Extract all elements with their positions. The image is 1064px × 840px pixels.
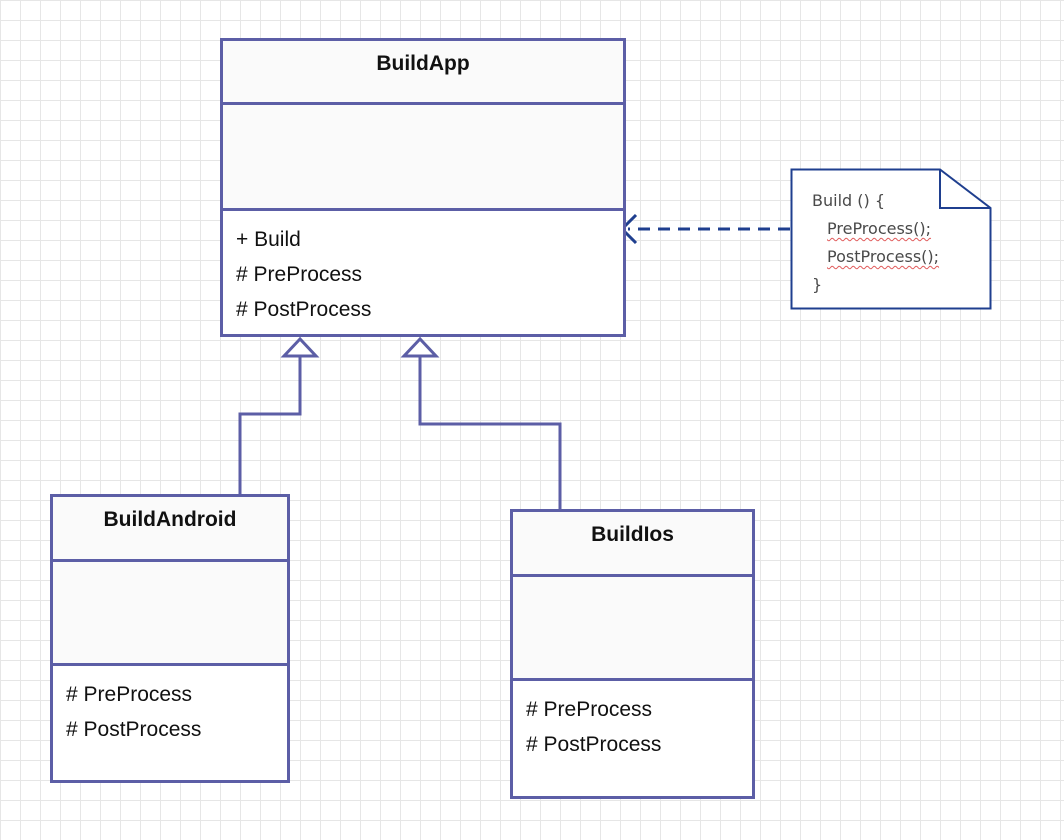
operation-preprocess: # PreProcess <box>66 683 193 706</box>
inheritance-arrowhead-buildandroid <box>280 336 320 358</box>
class-buildapp-name: BuildApp <box>223 41 623 105</box>
note-line-signature: Build () { <box>812 191 885 210</box>
operation-postprocess: # PostProcess <box>236 298 372 321</box>
inheritance-connector-buildandroid[interactable] <box>238 356 302 495</box>
class-buildandroid-name: BuildAndroid <box>53 497 287 562</box>
class-buildios[interactable]: BuildIos # PreProcess # PostProcess <box>510 509 755 799</box>
class-buildandroid-attributes <box>53 562 287 666</box>
operation-postprocess: # PostProcess <box>526 733 662 756</box>
note-line-preprocess-call: PreProcess(); <box>812 215 939 243</box>
inheritance-arrowhead-buildios <box>400 336 440 358</box>
operation-postprocess: # PostProcess <box>66 718 202 741</box>
operation-preprocess: # PreProcess <box>236 263 363 286</box>
class-buildios-attributes <box>513 577 752 681</box>
note-code: Build () { PreProcess(); PostProcess(); … <box>812 187 939 299</box>
class-buildapp-operations: + Build # PreProcess # PostProcess <box>223 211 623 334</box>
class-buildios-operations: # PreProcess # PostProcess <box>513 681 752 796</box>
note-build-method[interactable]: Build () { PreProcess(); PostProcess(); … <box>790 168 992 310</box>
class-buildapp-attributes <box>223 105 623 211</box>
operation-preprocess: # PreProcess <box>526 698 653 721</box>
preprocess-call-text: PreProcess(); <box>827 219 932 238</box>
class-buildapp[interactable]: BuildApp + Build # PreProcess # PostProc… <box>220 38 626 337</box>
class-buildandroid[interactable]: BuildAndroid # PreProcess # PostProcess <box>50 494 290 783</box>
note-line-postprocess-call: PostProcess(); <box>812 243 939 271</box>
operation-build: + Build <box>236 228 301 251</box>
postprocess-call-text: PostProcess(); <box>827 247 940 266</box>
note-line-closing-brace: } <box>812 275 823 294</box>
note-shape <box>790 168 992 310</box>
class-buildandroid-operations: # PreProcess # PostProcess <box>53 666 287 780</box>
class-buildios-name: BuildIos <box>513 512 752 577</box>
inheritance-connector-buildios[interactable] <box>418 356 562 510</box>
